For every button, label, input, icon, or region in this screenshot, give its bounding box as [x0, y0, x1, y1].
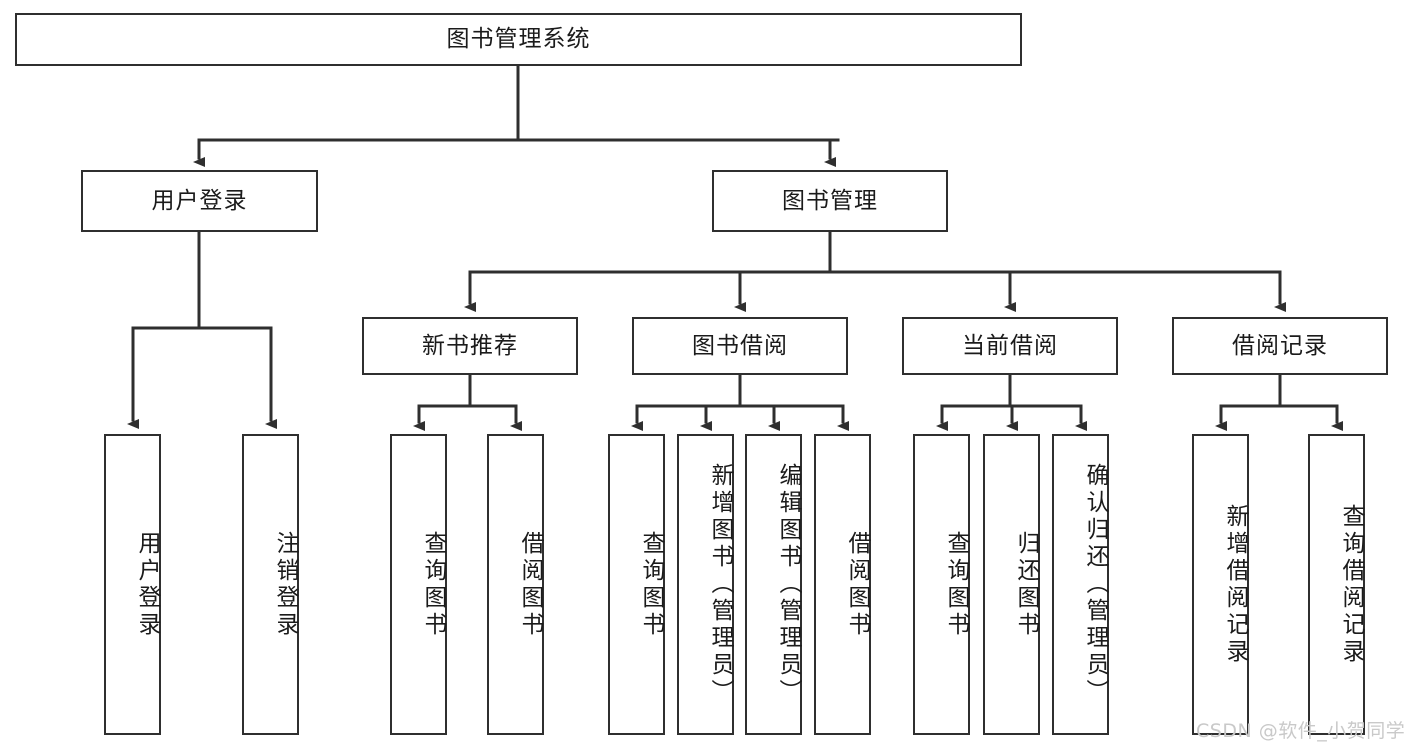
- node-leaf-label: 归还图书: [1013, 530, 1039, 639]
- node-root-system[interactable]: 图书管理系统: [15, 13, 1022, 66]
- node-borrow-record[interactable]: 借阅记录: [1172, 317, 1388, 375]
- node-book-borrow[interactable]: 图书借阅: [632, 317, 848, 375]
- node-leaf-edit-book-admin[interactable]: 编辑图书（管理员）: [745, 434, 802, 735]
- node-leaf-borrow-book-rec[interactable]: 借阅图书: [487, 434, 544, 735]
- node-leaf-add-borrow-record[interactable]: 新增借阅记录: [1192, 434, 1249, 735]
- node-leaf-query-borrow-record[interactable]: 查询借阅记录: [1308, 434, 1365, 735]
- node-leaf-label: 借阅图书: [844, 530, 870, 639]
- node-leaf-label: 编辑图书（管理员）: [775, 463, 801, 706]
- node-current-borrow[interactable]: 当前借阅: [902, 317, 1118, 375]
- node-leaf-label: 用户登录: [134, 530, 160, 639]
- node-leaf-label: 查询图书: [638, 530, 664, 639]
- node-leaf-add-book-admin[interactable]: 新增图书（管理员）: [677, 434, 734, 735]
- node-leaf-borrow-book[interactable]: 借阅图书: [814, 434, 871, 735]
- node-leaf-label: 注销登录: [272, 530, 298, 639]
- node-leaf-query-book-current[interactable]: 查询图书: [913, 434, 970, 735]
- node-leaf-user-login[interactable]: 用户登录: [104, 434, 161, 735]
- node-leaf-label: 查询图书: [420, 530, 446, 639]
- node-user-login[interactable]: 用户登录: [81, 170, 318, 232]
- node-leaf-label: 借阅图书: [517, 530, 543, 639]
- node-leaf-confirm-return-admin[interactable]: 确认归还（管理员）: [1052, 434, 1109, 735]
- node-leaf-query-book-borrow[interactable]: 查询图书: [608, 434, 665, 735]
- node-new-book-recommend[interactable]: 新书推荐: [362, 317, 578, 375]
- csdn-watermark: CSDN @软件_小贺同学: [1196, 720, 1405, 742]
- node-leaf-label: 查询图书: [943, 530, 969, 639]
- node-leaf-query-book-rec[interactable]: 查询图书: [390, 434, 447, 735]
- node-leaf-label: 新增图书（管理员）: [707, 463, 733, 706]
- node-leaf-label: 新增借阅记录: [1222, 503, 1248, 666]
- node-leaf-label: 查询借阅记录: [1338, 503, 1364, 666]
- node-book-management[interactable]: 图书管理: [712, 170, 948, 232]
- node-leaf-return-book[interactable]: 归还图书: [983, 434, 1040, 735]
- node-leaf-user-logout[interactable]: 注销登录: [242, 434, 299, 735]
- node-leaf-label: 确认归还（管理员）: [1082, 463, 1108, 706]
